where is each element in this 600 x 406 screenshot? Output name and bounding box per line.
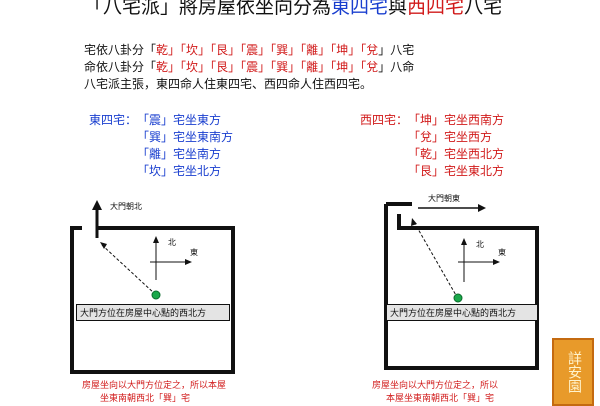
right-center-dot bbox=[453, 293, 463, 303]
left-east-arrowhead bbox=[185, 259, 192, 265]
east-group-label: 東四宅： bbox=[89, 113, 138, 127]
left-dashed-arrowhead bbox=[100, 242, 107, 249]
left-east-label: 東 bbox=[190, 248, 198, 257]
intro-line-1: 宅依八卦分「乾」「坎」「艮」「震」「巽」「離」「坤」「兌」八宅 bbox=[84, 43, 415, 57]
left-north-arrowhead bbox=[153, 236, 159, 243]
left-north-label: 北 bbox=[168, 238, 176, 247]
right-east-arrowhead bbox=[493, 259, 500, 265]
seal-logo: 詳安園 bbox=[552, 338, 594, 406]
left-dashed-line bbox=[101, 244, 156, 295]
right-note-box: 大門方位在房屋中心點的西北方 bbox=[386, 304, 538, 321]
intro-line-2: 命依八卦分「乾」「坎」「艮」「震」「巽」「離」「坤」「兌」八命 bbox=[84, 60, 415, 74]
left-door-arrowhead bbox=[92, 200, 102, 210]
right-dashed-line bbox=[413, 221, 458, 298]
left-room-wall bbox=[70, 226, 235, 374]
right-room-wall bbox=[384, 204, 539, 370]
left-caption-2: 坐東南朝西北「巽」宅 bbox=[100, 394, 191, 404]
right-door-label: 大門朝東 bbox=[428, 194, 460, 203]
left-room bbox=[70, 200, 235, 374]
west-group-label: 西四宅： bbox=[360, 113, 409, 127]
west-item: 「兌」宅坐西方 bbox=[408, 130, 493, 144]
right-door-arrowhead bbox=[478, 204, 486, 212]
right-caption-2: 本屋坐東南朝西北「巽」宅 bbox=[386, 394, 495, 404]
page-title: 「八宅派」將房屋依坐向分為東四宅與西四宅八宅 bbox=[84, 0, 502, 19]
left-door-label: 大門朝北 bbox=[110, 202, 142, 211]
left-caption-1: 房屋坐向以大門方位定之，所以本屋 bbox=[82, 381, 227, 391]
right-room bbox=[384, 202, 539, 370]
left-note-box: 大門方位在房屋中心點的西北方 bbox=[76, 304, 230, 321]
east-item: 「坎」宅坐北方 bbox=[137, 164, 222, 178]
left-center-dot bbox=[151, 290, 161, 300]
east-item: 「震」宅坐東方 bbox=[137, 113, 222, 127]
west-item: 「乾」宅坐西北方 bbox=[408, 147, 505, 161]
east-item: 「巽」宅坐東南方 bbox=[137, 130, 234, 144]
intro-line-3: 八宅派主張，東四命人住東四宅、西四命人住西四宅。 bbox=[84, 77, 373, 91]
right-north-arrowhead bbox=[461, 238, 467, 245]
title-east: 東四宅 bbox=[331, 0, 389, 18]
west-item: 「艮」宅坐東北方 bbox=[408, 164, 505, 178]
right-dashed-arrowhead bbox=[411, 218, 417, 226]
west-item: 「坤」宅坐西南方 bbox=[408, 113, 505, 127]
right-east-label: 東 bbox=[498, 248, 506, 257]
title-west: 西四宅 bbox=[407, 0, 465, 18]
right-north-label: 北 bbox=[476, 240, 484, 249]
east-item: 「離」宅坐南方 bbox=[137, 147, 222, 161]
right-caption-1: 房屋坐向以大門方位定之，所以 bbox=[372, 381, 499, 391]
